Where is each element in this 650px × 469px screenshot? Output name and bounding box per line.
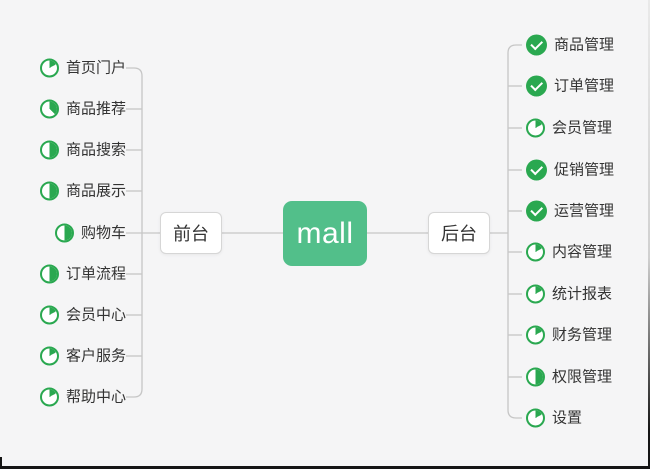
- topic-label: 财务管理: [552, 326, 613, 344]
- topic-label: 客户服务: [65, 347, 126, 365]
- frame-border-left: [0, 457, 2, 469]
- topic-label: 权限管理: [552, 368, 613, 386]
- topic-label: 会员中心: [65, 306, 126, 324]
- check-icon: [526, 200, 547, 222]
- mindmap-topic[interactable]: 购物车: [54, 223, 126, 243]
- mindmap-topic[interactable]: 商品展示: [39, 181, 126, 201]
- topic-label: 商品展示: [65, 182, 126, 200]
- mindmap-topic[interactable]: 会员管理: [526, 118, 613, 138]
- mindmap-topic[interactable]: 设置: [526, 408, 583, 428]
- mindmap-topic[interactable]: 财务管理: [526, 325, 613, 345]
- mindmap-topic[interactable]: 统计报表: [526, 284, 613, 304]
- topic-label: 购物车: [80, 224, 126, 242]
- mindmap-topic[interactable]: 商品推荐: [39, 99, 126, 119]
- progress-pie-icon: [39, 387, 59, 407]
- topic-label: 促销管理: [554, 161, 615, 179]
- mindmap-topic[interactable]: 首页门户: [39, 58, 126, 78]
- progress-pie-icon: [526, 367, 545, 387]
- check-icon: [526, 75, 547, 97]
- topic-label: 内容管理: [552, 243, 613, 261]
- check-icon: [526, 34, 547, 56]
- mindmap-topic[interactable]: 帮助中心: [39, 387, 126, 407]
- right-bracket-line: [507, 44, 522, 419]
- mindmap-topic[interactable]: 权限管理: [526, 367, 613, 387]
- progress-pie-icon: [39, 305, 59, 325]
- progress-pie-icon: [39, 99, 59, 119]
- frame-border-right: [648, 0, 650, 469]
- branch-node-backend[interactable]: 后台: [428, 212, 490, 254]
- mindmap-topic[interactable]: 运营管理: [526, 200, 615, 222]
- root-node-mall[interactable]: mall: [283, 201, 367, 266]
- topic-label: 商品管理: [554, 36, 615, 54]
- progress-pie-icon: [54, 223, 74, 243]
- mindmap-topic[interactable]: 会员中心: [39, 305, 126, 325]
- topic-label: 订单流程: [65, 265, 126, 283]
- mindmap-topic[interactable]: 订单管理: [526, 75, 615, 97]
- topic-label: 会员管理: [552, 119, 613, 137]
- topic-label: 首页门户: [65, 59, 126, 77]
- mindmap-topic[interactable]: 内容管理: [526, 242, 613, 262]
- topic-label: 商品推荐: [65, 100, 126, 118]
- progress-pie-icon: [39, 140, 59, 160]
- topic-label: 帮助中心: [65, 388, 126, 406]
- mindmap-topic[interactable]: 订单流程: [39, 264, 126, 284]
- progress-pie-icon: [39, 346, 59, 366]
- progress-pie-icon: [526, 118, 545, 138]
- progress-pie-icon: [526, 325, 545, 345]
- mindmap-topic[interactable]: 客户服务: [39, 346, 126, 366]
- topic-label: 商品搜索: [65, 141, 126, 159]
- mindmap-topic[interactable]: 商品搜索: [39, 140, 126, 160]
- progress-pie-icon: [526, 242, 545, 262]
- mindmap-topic[interactable]: 商品管理: [526, 34, 615, 56]
- progress-pie-icon: [39, 58, 59, 78]
- progress-pie-icon: [526, 284, 545, 304]
- topic-label: 订单管理: [554, 77, 615, 95]
- progress-pie-icon: [526, 408, 545, 428]
- topic-label: 设置: [552, 409, 583, 427]
- progress-pie-icon: [39, 181, 59, 201]
- topic-label: 统计报表: [552, 285, 613, 303]
- progress-pie-icon: [39, 264, 59, 284]
- frame-border-bottom: [0, 466, 650, 469]
- mindmap-topic[interactable]: 促销管理: [526, 159, 615, 181]
- check-icon: [526, 159, 547, 181]
- topic-label: 运营管理: [554, 202, 615, 220]
- branch-node-frontend[interactable]: 前台: [160, 212, 222, 254]
- root-label: mall: [296, 216, 354, 250]
